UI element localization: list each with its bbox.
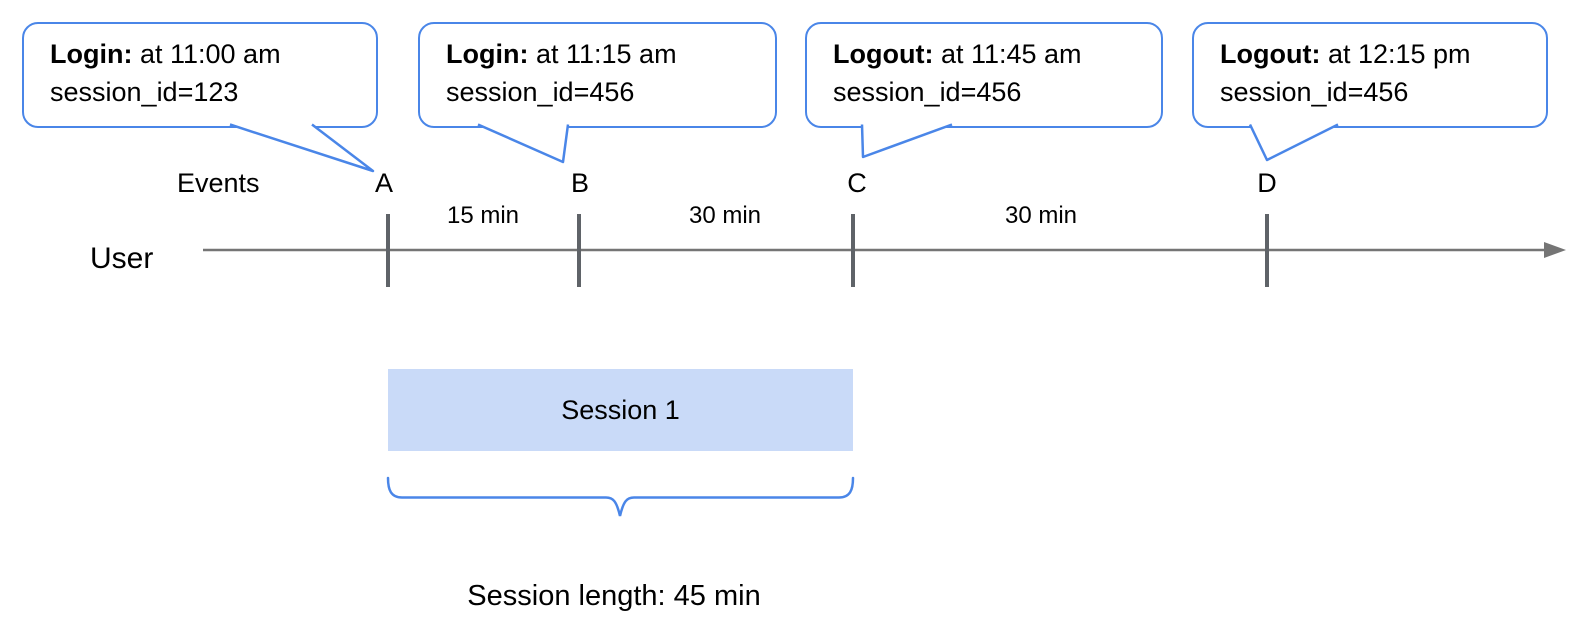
event-type: Logout: xyxy=(833,39,934,69)
callout-logout-c: Logout: at 11:45 am session_id=456 xyxy=(805,22,1163,128)
callout-line-2: session_id=456 xyxy=(446,77,635,107)
event-marker-d: D xyxy=(1257,168,1277,198)
event-time: at 12:15 pm xyxy=(1320,39,1471,69)
callout-logout-d: Logout: at 12:15 pm session_id=456 xyxy=(1192,22,1548,128)
timeline-axis-label: User xyxy=(90,242,154,275)
callout-login-a: Login: at 11:00 am session_id=123 xyxy=(22,22,378,128)
callout-tail-d xyxy=(1248,123,1339,162)
event-type: Login: xyxy=(446,39,529,69)
event-time: at 11:45 am xyxy=(933,39,1082,69)
interval-label-bc: 30 min xyxy=(688,202,762,229)
event-time: at 11:15 am xyxy=(528,39,677,69)
callout-tail-b xyxy=(477,123,570,164)
callout-line-1: Login: at 11:15 am xyxy=(446,35,757,73)
session-bar-label: Session 1 xyxy=(561,394,680,425)
interval-label-cd: 30 min xyxy=(1004,202,1078,229)
callout-tail-c xyxy=(860,123,953,159)
event-marker-b: B xyxy=(570,168,590,198)
callout-line-2: session_id=456 xyxy=(833,77,1022,107)
callout-login-b: Login: at 11:15 am session_id=456 xyxy=(418,22,777,128)
session-length-brace xyxy=(386,476,855,517)
interval-label-ab: 15 min xyxy=(446,202,520,229)
event-time: at 11:00 am xyxy=(132,39,281,69)
session-bar: Session 1 xyxy=(388,369,853,451)
events-label: Events xyxy=(177,168,260,198)
event-marker-a: A xyxy=(374,168,394,198)
callout-line-1: Login: at 11:00 am xyxy=(50,35,358,73)
callout-line-1: Logout: at 11:45 am xyxy=(833,35,1143,73)
event-type: Logout: xyxy=(1220,39,1321,69)
event-marker-c: C xyxy=(847,168,867,198)
session-length-label: Session length: 45 min xyxy=(467,580,761,612)
callout-line-1: Logout: at 12:15 pm xyxy=(1220,35,1528,73)
timeline-arrowhead-icon xyxy=(1544,242,1566,258)
callout-line-2: session_id=123 xyxy=(50,77,239,107)
callout-tail-a xyxy=(229,123,375,173)
callout-line-2: session_id=456 xyxy=(1220,77,1409,107)
event-type: Login: xyxy=(50,39,133,69)
